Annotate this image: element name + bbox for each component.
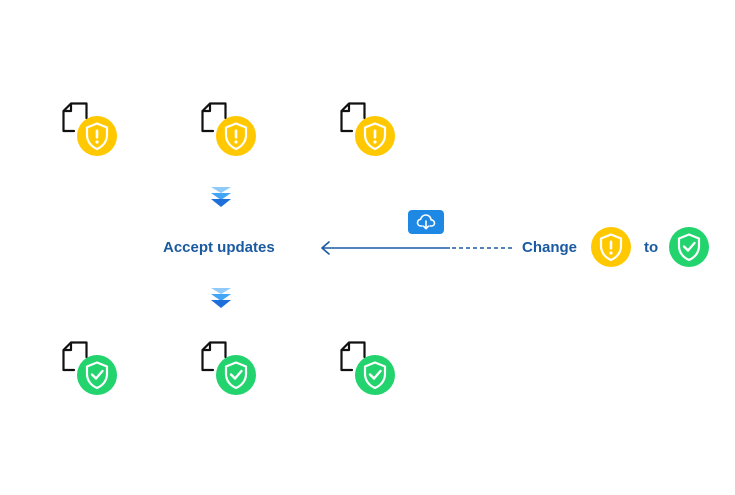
- to-label: to: [644, 239, 659, 256]
- cloud-download-icon: [416, 214, 436, 230]
- verified-shield-icon: [669, 227, 709, 267]
- chevrons-down-icon: [210, 185, 232, 209]
- file-verified-3: [338, 337, 398, 397]
- accept-updates-label: Accept updates: [163, 239, 275, 256]
- cloud-download-button[interactable]: [408, 210, 444, 234]
- verified-shield-icon: [216, 355, 256, 395]
- warning-shield-icon: [216, 116, 256, 156]
- warning-shield-icon: [77, 116, 117, 156]
- verified-shield-icon: [77, 355, 117, 395]
- file-verified-1: [60, 337, 120, 397]
- warning-shield-icon: [355, 116, 395, 156]
- chevrons-down-icon: [210, 286, 232, 310]
- flow-arrow: [321, 241, 512, 255]
- file-verified-2: [199, 337, 259, 397]
- file-warning-1: [60, 98, 120, 158]
- warning-shield-icon: [591, 227, 631, 267]
- change-label: Change: [522, 239, 578, 256]
- verified-shield-icon: [355, 355, 395, 395]
- file-warning-2: [199, 98, 259, 158]
- file-warning-3: [338, 98, 398, 158]
